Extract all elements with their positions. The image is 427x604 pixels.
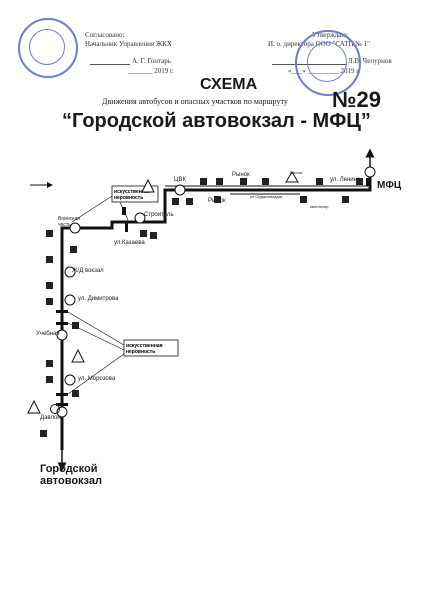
- stop-label-mfc: МФЦ: [377, 180, 402, 191]
- pedestrian-crossing-sign-icon: [72, 390, 79, 397]
- signature-line-left: [90, 64, 130, 65]
- stop-label-cvk: ЦВК: [174, 177, 186, 183]
- callout-box-bottom: [123, 339, 179, 357]
- official-seal-stamp-left: [18, 18, 78, 78]
- bus-stop-sign-icon: [46, 360, 53, 367]
- stamp-inner-ring: [29, 29, 65, 65]
- warning-triangle-icon: [285, 171, 299, 183]
- warning-triangle-icon: [27, 399, 41, 414]
- speed-bump-marker: [56, 403, 68, 406]
- route-line: [60, 168, 372, 450]
- callout-pointer: [67, 311, 125, 346]
- speed-bump-marker: [125, 222, 128, 232]
- stamp-inner-ring: [307, 42, 347, 82]
- stop-marker-dimitrova: [64, 294, 76, 306]
- street-label-kinoteatr: кинотеатр: [310, 204, 329, 209]
- bus-stop-sign-icon: [72, 322, 79, 329]
- bus-stop-sign-icon: [214, 196, 221, 203]
- callout-text-top-2: неровность: [114, 195, 143, 201]
- approval-date: _______ 2019 г.: [128, 67, 174, 75]
- approval-label: Согласовано:: [85, 31, 125, 39]
- stop-label-davlon: Давлон: [40, 415, 61, 421]
- pedestrian-crossing-sign-icon: [186, 198, 193, 205]
- pedestrian-crossing-sign-icon: [342, 196, 349, 203]
- callout-text-bottom: искусственная: [126, 343, 163, 349]
- stop-label-gorodskoy-avtovokzal: Городской автовокзал: [40, 463, 102, 487]
- speed-bump-marker: [56, 322, 68, 325]
- bus-stop-sign-icon: [140, 230, 147, 237]
- official-seal-stamp-right: [295, 30, 361, 96]
- pedestrian-crossing-sign-icon: [40, 430, 47, 437]
- pedestrian-crossing-sign-icon: [70, 246, 77, 253]
- speed-bump-marker: [56, 310, 68, 313]
- stop-marker-mfc: [364, 166, 376, 178]
- stop-label-morozova: ул. Морозова: [78, 376, 116, 382]
- stop-label-lenina: ул. Ленина: [330, 177, 361, 183]
- scheme-subtitle: Движения автобусов и опасных участков по…: [102, 97, 288, 106]
- pedestrian-crossing-sign-icon: [46, 298, 53, 305]
- bus-stop-sign-icon: [216, 178, 223, 185]
- stop-label-rynok-top: Рынок: [232, 172, 250, 178]
- stop-marker-voinskaya: [69, 222, 81, 234]
- bus-stop-sign-icon: [46, 376, 53, 383]
- pedestrian-crossing-sign-icon: [316, 178, 323, 185]
- approval-signature-name: А. Г. Гонтарь: [132, 57, 171, 65]
- stop-marker-stroitel: [134, 212, 146, 224]
- stop-label-uchebnaya: Учебная: [36, 331, 60, 337]
- callout-pointer: [71, 195, 113, 223]
- bus-stop-sign-icon: [46, 256, 53, 263]
- warning-triangle-icon: [71, 348, 85, 363]
- stop-label-kazaeva: ул.Казаева: [114, 240, 145, 246]
- callout-text-top: искусственная: [114, 189, 151, 195]
- bus-stop-sign-icon: [46, 230, 53, 237]
- stop-label-stroitel: Строитель: [144, 212, 174, 218]
- stop-label-rynok-bottom: Рынок: [208, 198, 226, 204]
- pedestrian-crossing-sign-icon: [240, 178, 247, 185]
- route-number: №29: [332, 87, 381, 112]
- callout-pointer: [67, 353, 125, 395]
- stop-marker-zd-vokzal: [64, 266, 76, 278]
- stop-label-dimitrova: ул. Димитрова: [78, 296, 119, 302]
- pedestrian-crossing-sign-icon: [150, 232, 157, 239]
- pedestrian-crossing-sign-icon: [200, 178, 207, 185]
- warning-triangle-icon: [141, 178, 155, 193]
- scheme-title: СХЕМА: [200, 76, 258, 93]
- traffic-light-icon: [122, 207, 126, 215]
- bus-stop-sign-icon: [356, 178, 363, 185]
- pedestrian-crossing-sign-icon: [300, 196, 307, 203]
- stop-label-zd-vokzal: Ж/Д вокзал: [72, 268, 104, 274]
- bus-stop-sign-icon: [262, 178, 269, 185]
- approve-signature-name: Л.В. Чепурнов: [348, 57, 392, 65]
- callout-text-bottom-2: неровность: [126, 349, 155, 355]
- approval-position: Начальник Управления ЖКХ: [85, 40, 172, 48]
- traffic-light-icon: [366, 178, 370, 186]
- bus-stop-sign-icon: [172, 198, 179, 205]
- street-label-shkola: Школа: [290, 170, 303, 175]
- route-name: “Городской автовокзал - МФЦ”: [62, 110, 371, 132]
- stop-label-voinskaya: Воинская часть: [58, 216, 80, 228]
- street-label-ordzhonikidze: ул.Орджоникидзе: [250, 194, 283, 199]
- speed-limit-sign-icon: [50, 404, 60, 414]
- bus-stop-sign-icon: [46, 282, 53, 289]
- stop-marker-cvk: [174, 184, 186, 196]
- speed-bump-marker: [56, 393, 68, 396]
- stop-marker-morozova: [64, 374, 76, 386]
- stop-marker-uchebnaya: [56, 329, 68, 341]
